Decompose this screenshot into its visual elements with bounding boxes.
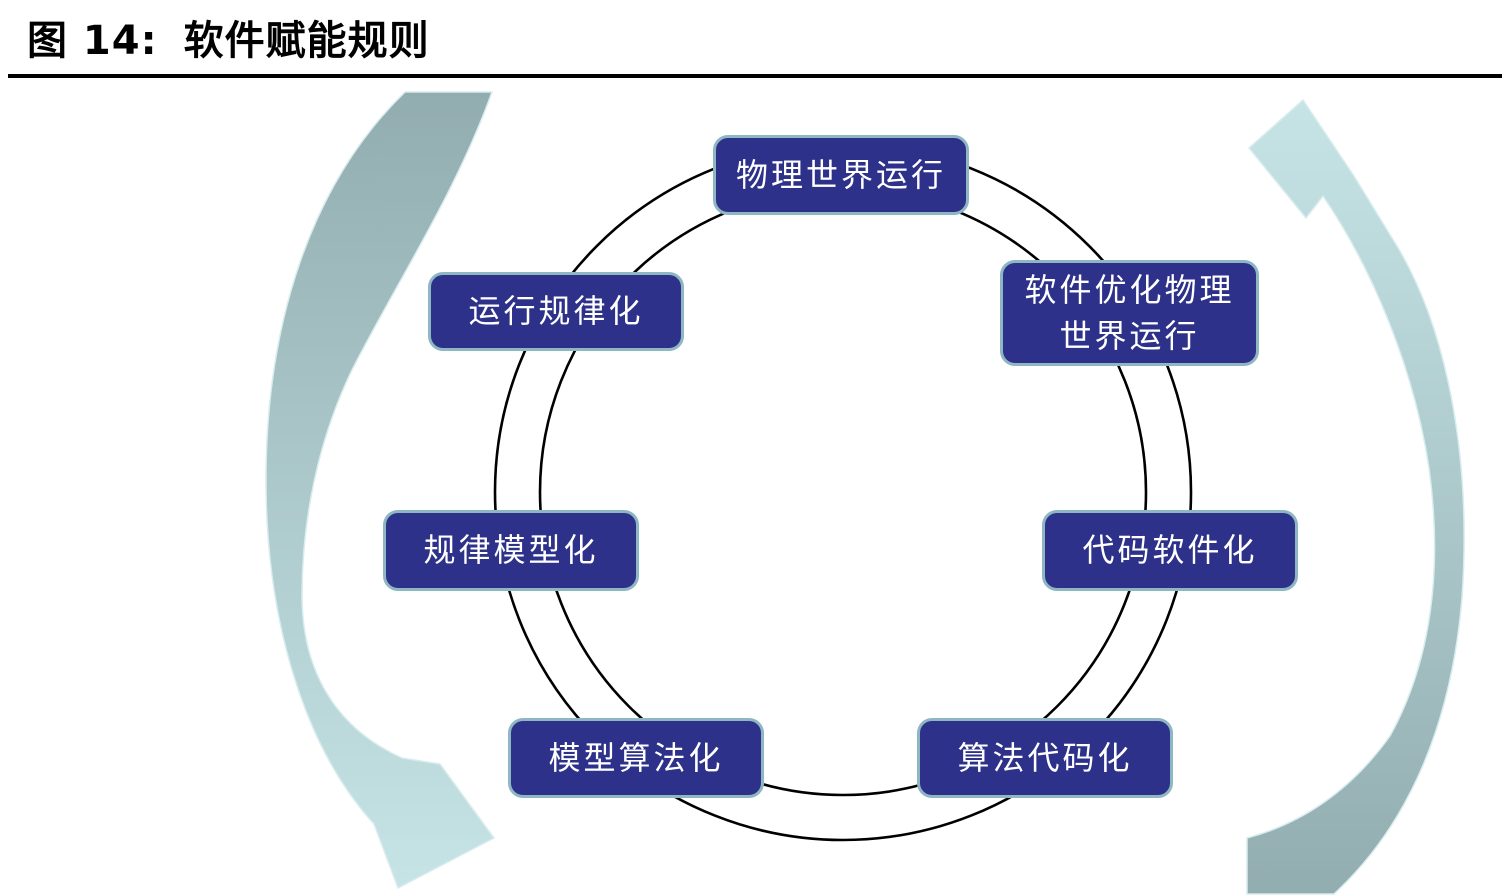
figure-title-text: 软件赋能规则	[183, 18, 430, 64]
node-label: 算法代码化	[957, 738, 1133, 777]
node-algorithm-codification: 算法代码化	[917, 718, 1173, 798]
node-physical-world-operation: 物理世界运行	[713, 135, 969, 215]
node-model-algorithmization: 模型算法化	[508, 718, 764, 798]
node-software-optimizes-physical-world: 软件优化物理 世界运行	[1000, 260, 1259, 366]
figure-number: 图 14:	[27, 18, 158, 64]
node-label: 规律模型化	[423, 531, 599, 570]
node-label-line1: 软件优化物理	[1024, 270, 1235, 309]
node-label: 物理世界运行	[735, 155, 946, 194]
figure-title: 图 14: 软件赋能规则	[27, 8, 430, 66]
node-label: 代码软件化	[1082, 531, 1258, 570]
node-label-line2: 世界运行	[1059, 317, 1200, 355]
node-label: 模型算法化	[548, 738, 724, 777]
node-code-softwarization: 代码软件化	[1042, 510, 1298, 591]
node-law-modeling: 规律模型化	[383, 510, 639, 591]
right-cycle-arrow-icon	[1246, 98, 1465, 895]
node-operation-regularization: 运行规律化	[428, 272, 684, 351]
node-label: 运行规律化	[468, 292, 644, 331]
title-divider	[8, 74, 1502, 78]
left-cycle-arrow-icon	[265, 91, 496, 890]
